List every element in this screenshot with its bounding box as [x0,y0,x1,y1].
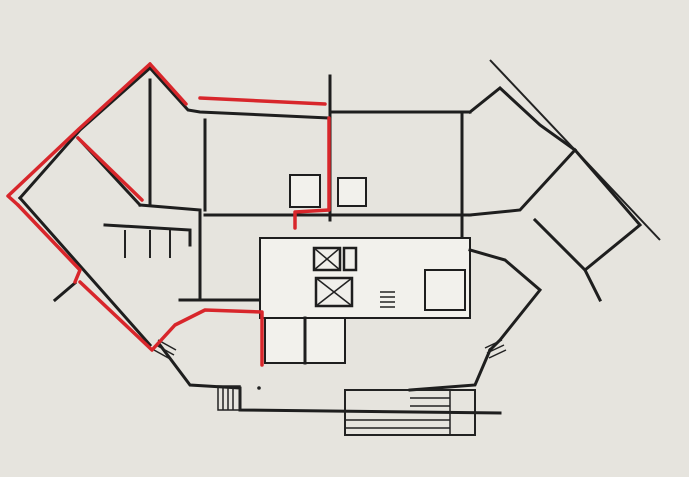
red-boundary-bottom [78,280,264,367]
red-boundary-right [293,116,331,230]
elevator-3-cross-b [315,277,353,307]
terrace-right [408,348,492,392]
side-steps-right-icon [484,339,507,359]
right-wing-top [467,86,578,153]
main-entrance-steps-icon [344,389,476,436]
highlighted-premises-boundary [6,62,331,367]
small-room [337,177,367,207]
red-boundary-top-left [148,62,188,106]
red-boundary-left-upper [6,62,152,207]
right-core-room [424,269,466,311]
sanitary-wall [103,223,192,247]
small-room-2 [289,174,321,208]
reference-dot [257,386,261,390]
elevator-2 [342,246,358,272]
red-boundary-divider [76,136,144,202]
wall-stub [52,280,78,303]
core-stairs-icon [380,291,395,308]
elevator-1-cross-b [313,247,341,271]
inner-corridor-wall [138,203,202,302]
left-wing-outer-wall-lower [17,195,153,348]
red-boundary-top [198,96,327,106]
central-core [259,237,471,365]
terrace-steps-left-icon [217,385,241,411]
right-wing [467,59,661,353]
entrance-terrace [153,339,507,436]
red-boundary-left-lower [16,203,82,284]
right-wing-room [468,147,643,273]
left-wing-top-wall [147,65,332,120]
right-wing-stub [582,267,603,303]
